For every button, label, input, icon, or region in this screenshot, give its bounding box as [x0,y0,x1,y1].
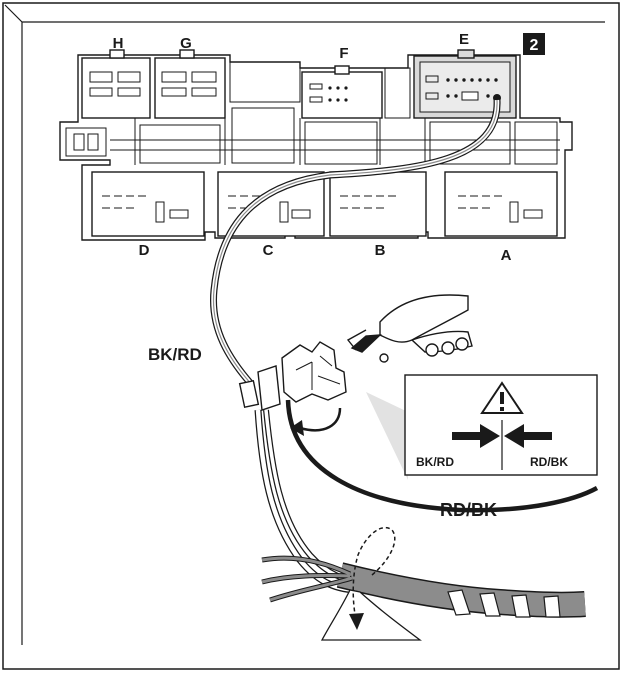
insert-arrow [299,407,342,432]
inset-label-bk-rd: BK/RD [416,455,454,469]
connector-d [91,171,205,237]
label-connector-a: A [501,247,512,264]
wire-rd-bk [285,399,599,513]
connector-f [301,71,383,119]
connector-b [329,171,427,237]
label-connector-e: E [459,31,469,48]
connector-a [444,171,558,237]
label-connector-h: H [113,35,124,52]
plug-connector [238,341,347,411]
tape-wrap [447,589,561,618]
compress-arrows [452,424,552,448]
warning-icon [480,381,524,414]
connector-h-latch [109,49,125,59]
label-connector-b: B [375,242,386,259]
label-connector-g: G [180,35,192,52]
callout-box [523,33,545,55]
label-connector-f: F [339,45,348,62]
label-connector-c: C [263,242,274,259]
callout-wedge [366,392,408,480]
callout-number: 2 [530,37,539,54]
rotate-arrow [352,526,396,621]
connector-g-latch [179,49,195,59]
connector-block [59,49,573,241]
label-bk-rd: BK/RD [148,345,202,364]
corner-lines [4,4,605,645]
label-connector-d: D [139,242,150,259]
hand-pliers-icon [346,294,473,363]
label-rd-bk: RD/BK [440,500,497,520]
peeled-tape [320,589,422,641]
inset-label-rd-bk: RD/BK [530,455,568,469]
